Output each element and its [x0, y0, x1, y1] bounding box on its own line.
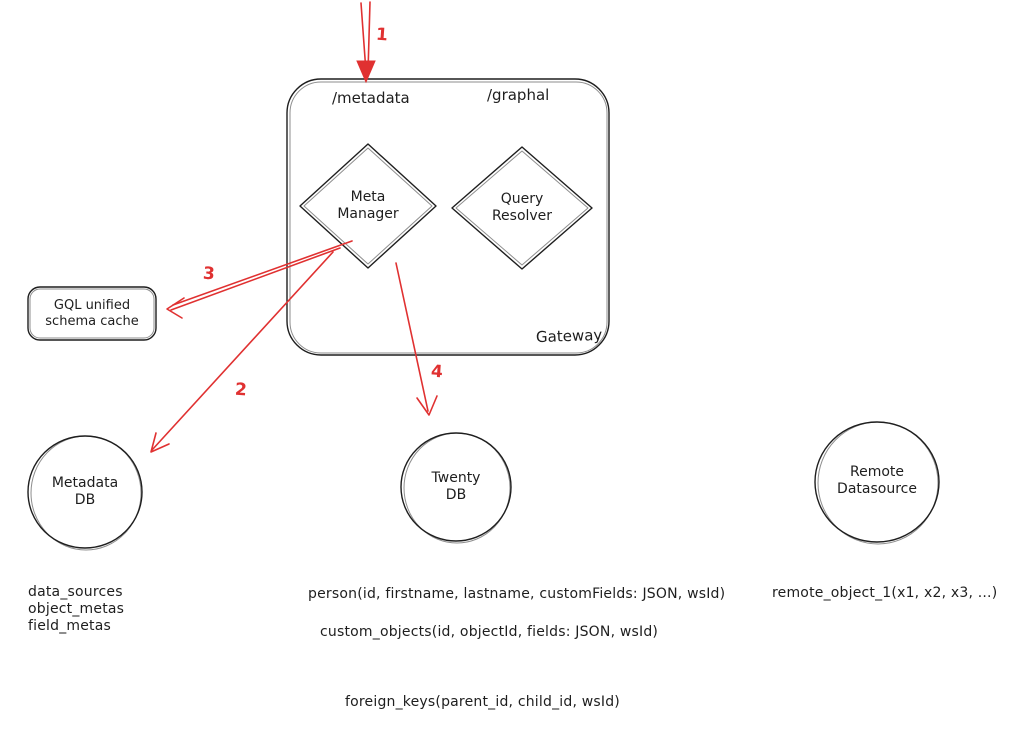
cache-box	[27, 286, 157, 341]
metadata-db-circle-sketch	[30, 435, 142, 551]
gateway-box-sketch	[289, 81, 608, 354]
cache-box-sketch	[29, 288, 155, 339]
endpoint-graphql-label: /graphal	[487, 86, 550, 104]
arrow-2	[150, 251, 334, 453]
arrow-1-number: 1	[375, 24, 389, 46]
arrow-4	[395, 262, 438, 416]
query-resolver-label: Query Resolver	[491, 191, 553, 224]
query-resolver-diamond	[451, 146, 593, 270]
query-resolver-diamond-sketch	[455, 150, 589, 266]
remote-datasource-table-1: remote_object_1(x1, x2, x3, ...)	[772, 585, 998, 601]
arrow-1	[356, 1, 376, 84]
twenty-db-table-3: foreign_keys(parent_id, child_id, wsId)	[345, 694, 620, 710]
meta-manager-diamond-sketch	[303, 147, 433, 265]
arrow-4-number: 4	[430, 361, 444, 383]
meta-manager-diamond	[299, 143, 437, 269]
arrow-3-number: 3	[202, 263, 216, 285]
metadata-db-table-1: data_sources	[28, 584, 123, 600]
metadata-db-table-3: field_metas	[28, 618, 112, 634]
gateway-box	[286, 78, 610, 356]
endpoint-metadata-label: /metadata	[332, 89, 410, 107]
remote-datasource-label: Remote Datasource	[837, 464, 917, 497]
meta-manager-label: Meta Manager	[337, 189, 399, 222]
twenty-db-label: Twenty DB	[431, 470, 481, 503]
twenty-db-circle-sketch	[403, 432, 511, 544]
twenty-db-table-2: custom_objects(id, objectId, fields: JSO…	[320, 624, 659, 640]
remote-datasource-circle-sketch	[817, 421, 939, 545]
cache-label: GQL unified schema cache	[45, 298, 139, 329]
gateway-label: Gateway	[535, 325, 603, 347]
metadata-db-label: Metadata DB	[51, 475, 119, 508]
arrow-3	[166, 240, 353, 319]
twenty-db-table-1: person(id, firstname, lastname, customFi…	[308, 586, 726, 602]
metadata-db-table-2: object_metas	[28, 601, 125, 617]
arrow-2-number: 2	[234, 379, 248, 401]
